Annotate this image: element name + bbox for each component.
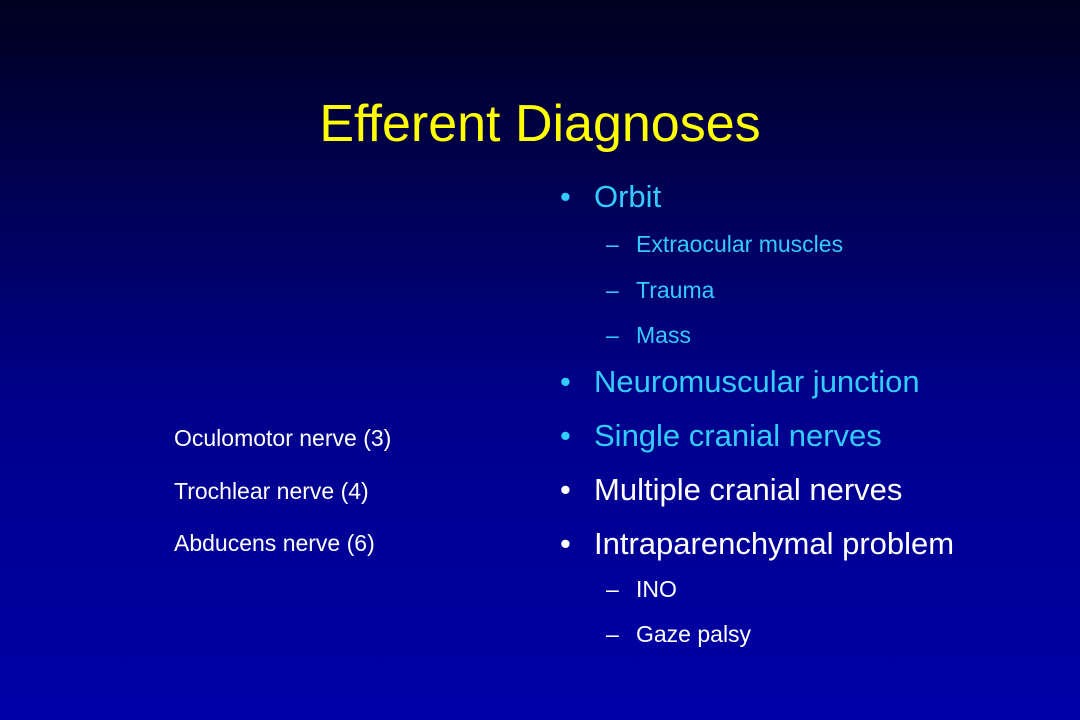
sub-item: – INO	[560, 575, 954, 603]
cranial-nerve-list: Oculomotor nerve (3) Trochlear nerve (4)…	[174, 425, 391, 583]
diagnosis-list: • Orbit – Extraocular muscles – Trauma –…	[560, 178, 954, 648]
sub-item-label: Extraocular muscles	[636, 231, 844, 257]
list-item-label: Multiple cranial nerves	[594, 472, 903, 507]
dash-icon: –	[606, 231, 619, 257]
list-item-intraparenchymal-problem: • Intraparenchymal problem	[560, 525, 954, 563]
list-item-multiple-cranial-nerves: • Multiple cranial nerves	[560, 471, 954, 509]
sub-item-label: INO	[636, 576, 677, 602]
sub-item: – Extraocular muscles	[560, 230, 954, 258]
sub-item: – Gaze palsy	[560, 620, 954, 648]
list-item: Trochlear nerve (4)	[174, 477, 369, 504]
dash-icon: –	[606, 621, 619, 647]
sub-item: – Mass	[560, 321, 954, 349]
list-item: Abducens nerve (6)	[174, 530, 375, 556]
dash-icon: –	[606, 277, 619, 303]
list-item-label: Neuromuscular junction	[594, 364, 920, 399]
bullet-icon: •	[560, 526, 571, 561]
list-item-orbit: • Orbit	[560, 178, 954, 216]
bullet-icon: •	[560, 472, 571, 507]
bullet-icon: •	[560, 179, 571, 214]
slide-title: Efferent Diagnoses	[319, 95, 761, 153]
dash-icon: –	[606, 576, 619, 602]
list-item-single-cranial-nerves: • Single cranial nerves	[560, 417, 954, 455]
list-item-label: Orbit	[594, 179, 662, 214]
bullet-icon: •	[560, 418, 571, 453]
sub-item-label: Trauma	[636, 277, 715, 303]
list-item-label: Intraparenchymal problem	[594, 526, 955, 561]
sub-item: – Trauma	[560, 276, 954, 304]
sub-item-label: Gaze palsy	[636, 621, 752, 647]
dash-icon: –	[606, 322, 619, 348]
list-item-neuromuscular-junction: • Neuromuscular junction	[560, 363, 954, 401]
list-item-label: Single cranial nerves	[594, 418, 882, 453]
sub-item-label: Mass	[636, 322, 691, 348]
list-item: Oculomotor nerve (3)	[174, 425, 392, 451]
bullet-icon: •	[560, 364, 571, 399]
